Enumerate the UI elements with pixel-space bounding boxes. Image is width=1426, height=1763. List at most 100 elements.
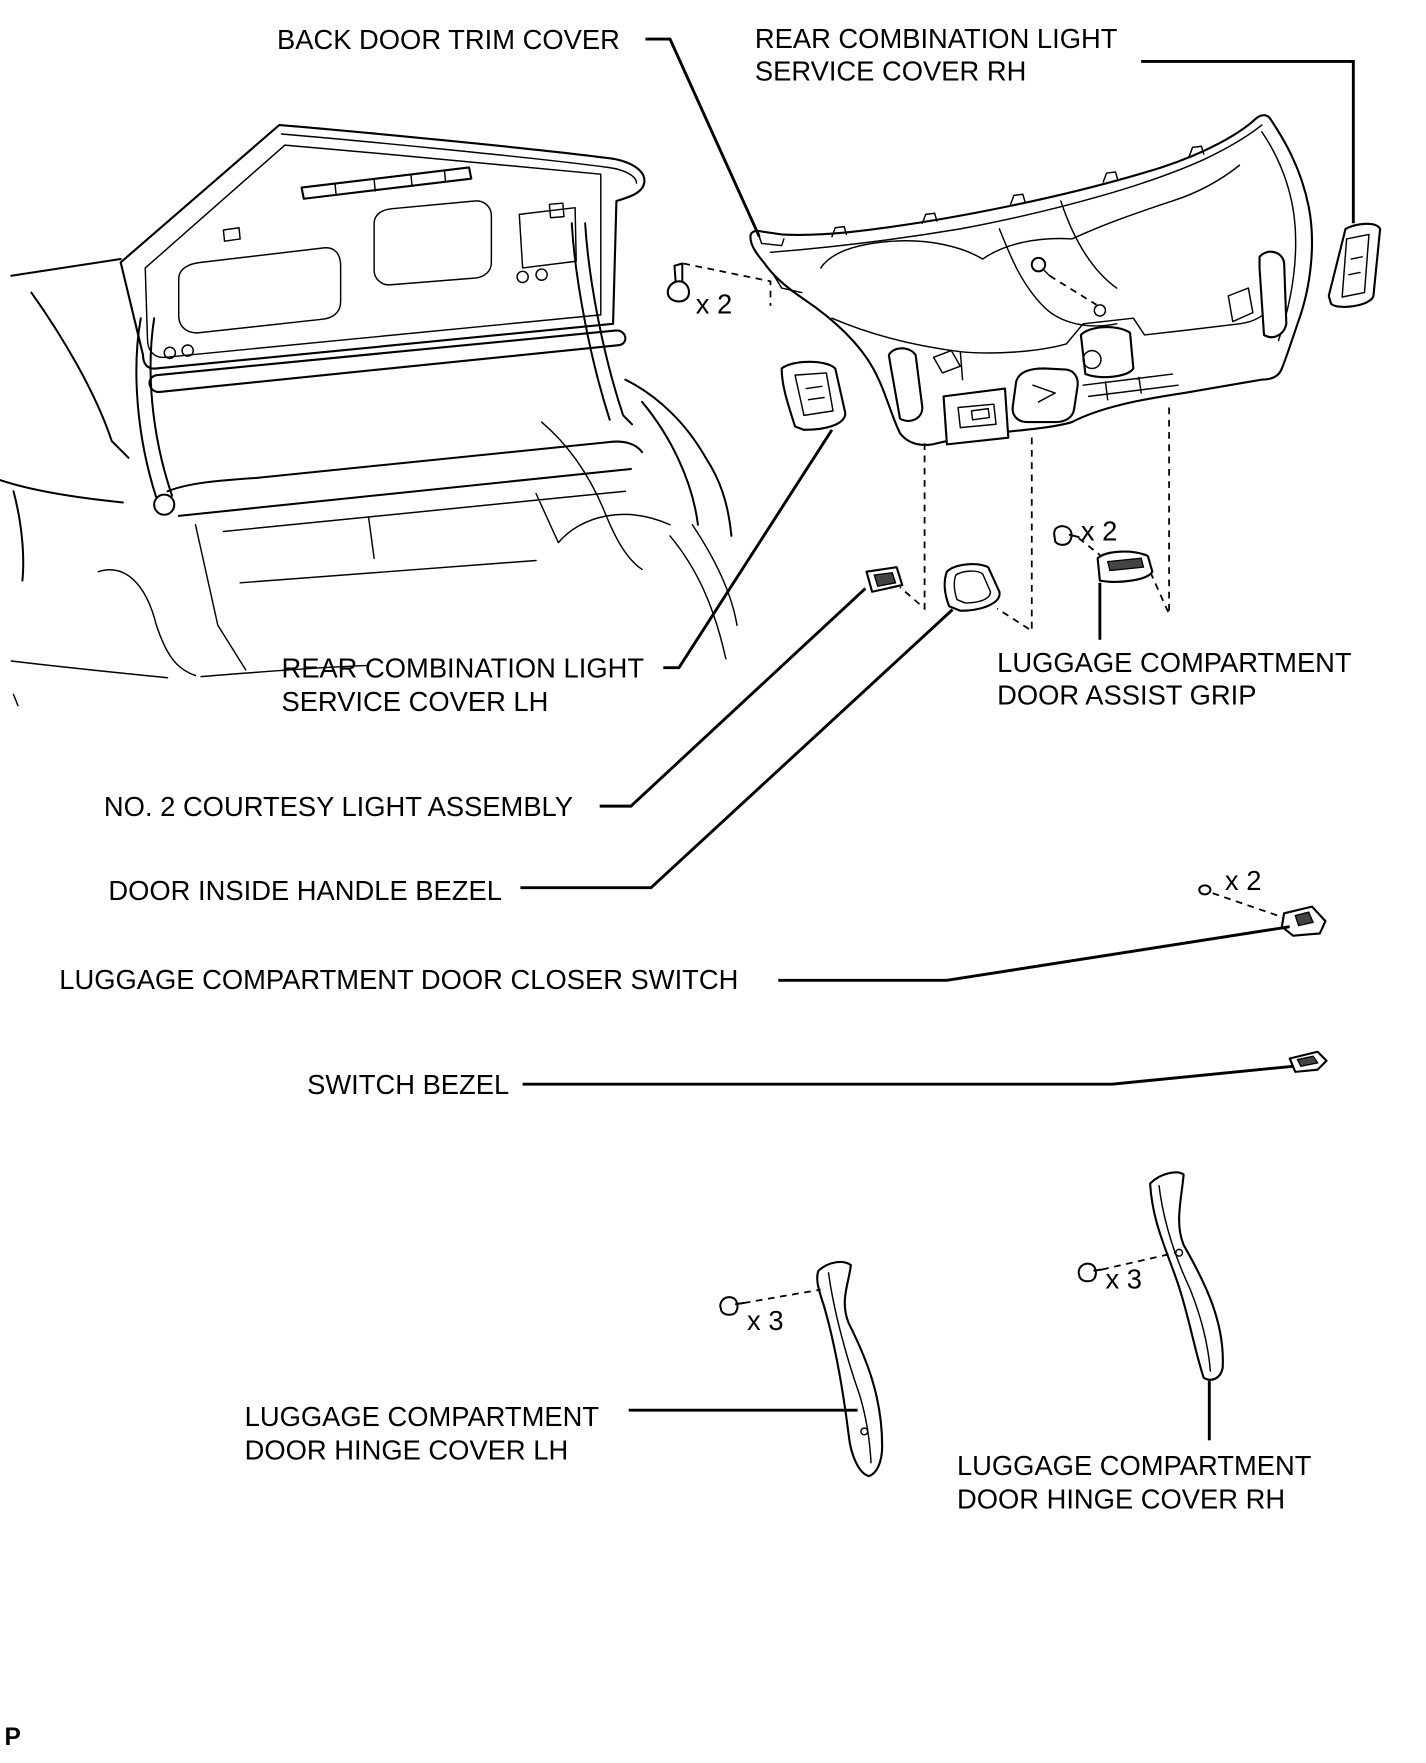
label-assist-grip-line1: LUGGAGE COMPARTMENT [997,647,1352,678]
label-service-cover-lh-line2: SERVICE COVER LH [281,686,548,717]
trunk-lid-hole [163,346,177,360]
label-door-closer-switch: LUGGAGE COMPARTMENT DOOR CLOSER SWITCH [59,964,738,995]
leader-line-back-door-trim-cover [645,37,761,238]
label-service-cover-rh-line2: SERVICE COVER RH [755,55,1026,86]
callout-switch-bezel: SWITCH BEZEL [307,1064,1294,1100]
trim-cover-assist-grip-mount [1079,326,1135,379]
trim-cover-upper-ribs [820,164,1241,269]
assist-grip-ribs [1106,557,1145,572]
label-hinge-cover-rh-line1: LUGGAGE COMPARTMENT [957,1450,1312,1481]
stop-lamp-slot-dividers [334,170,447,197]
hinge-cover-rh-crease [1158,1185,1212,1372]
hinge-cover-rh-outline [1149,1171,1224,1381]
label-door-inside-handle-bezel: DOOR INSIDE HANDLE BEZEL [108,875,502,906]
trim-cover-nut [1093,304,1107,317]
trim-cover-inner-rim [769,124,1297,342]
label-service-cover-lh-line1: REAR COMBINATION LIGHT [281,653,644,684]
callout-no2-courtesy-light-assembly: NO. 2 COURTESY LIGHT ASSEMBLY [104,587,867,822]
trunk-lid-hole [535,268,548,281]
hinge-cover-lh-outline [816,1260,884,1478]
trim-cover-rh-slot [1227,287,1254,323]
quantity-closer-switch-screws: x 2 [1225,865,1261,896]
label-switch-bezel: SWITCH BEZEL [307,1069,509,1100]
callout-luggage-compartment-door-closer-switch: LUGGAGE COMPARTMENT DOOR CLOSER SWITCH [59,925,1290,995]
trim-cover-lower-ridges [1082,373,1179,401]
trunk-lid-hole [516,270,529,284]
courtesy-light-lens [873,572,897,587]
hinge-cover-lh-clip-icon [719,1296,745,1316]
hinge-cover-lh-crease [827,1272,872,1464]
right-gooseneck-hinge [570,222,634,426]
door-inside-handle-bezel-part [943,563,1001,612]
callout-luggage-compartment-door-hinge-cover-lh: LUGGAGE COMPARTMENT DOOR HINGE COVER LH [245,1401,858,1465]
closer-switch-screw-guide [1212,892,1285,919]
trunk-lid-recess-center [373,200,493,286]
quantity-hinge-cover-lh-clips: x 3 [747,1305,783,1336]
label-service-cover-rh-line1: REAR COMBINATION LIGHT [755,23,1118,54]
left-hinge-pivot [153,493,176,516]
trim-cover-lower-terrace [772,272,1274,381]
closer-switch-button [1294,911,1315,927]
luggage-compartment-door-hinge-cover-lh-part: x 3 [719,1260,884,1478]
callout-back-door-trim-cover: BACK DOOR TRIM COVER [277,24,761,238]
vehicle-body-left-side [0,258,130,582]
trunk-lid-hole [181,344,194,357]
trunk-lid-outline [119,123,646,370]
trim-cover-rh-light-opening [1258,250,1288,339]
courtesy-light-guide [899,443,926,611]
leader-line-service-cover-rh [1141,59,1355,224]
assembly-dashed-guides [899,407,1170,633]
hinge-cover-lh-clip-guide [743,1288,821,1304]
callout-rear-combination-light-service-cover-rh: REAR COMBINATION LIGHT SERVICE COVER RH [755,23,1355,224]
callout-rear-combination-light-service-cover-lh: REAR COMBINATION LIGHT SERVICE COVER LH [281,429,834,717]
trim-cover-clip-tabs [758,145,1205,247]
trim-cover-courtesy-light-opening [957,403,997,429]
vehicle-body-right-fender [624,378,733,537]
hinge-cover-rh-clip-icon [1077,1262,1104,1283]
luggage-compartment-door-closer-switch-part: x 2 [1198,865,1327,937]
assist-grip-screw-guide [1078,537,1101,556]
vehicle-body-left-lower [10,569,197,707]
handle-bezel-guide [996,437,1033,633]
label-hinge-cover-rh-line2: DOOR HINGE COVER RH [957,1483,1285,1514]
trunk-lid-latch [222,202,565,242]
leader-line-courtesy-light [599,587,867,808]
service-cover-rh-shape [1327,222,1382,308]
no2-courtesy-light-assembly-part [865,566,904,593]
label-no2-courtesy-light-assembly: NO. 2 COURTESY LIGHT ASSEMBLY [104,791,573,822]
service-cover-rh-detail [1341,233,1370,298]
rear-combination-light-service-cover-rh-part [1327,222,1382,308]
service-cover-lh-detail [794,372,834,417]
switch-bezel-face [1296,1055,1319,1068]
leader-line-switch-bezel [522,1064,1294,1086]
luggage-compartment-door-hinge-cover-rh-part: x 3 [1077,1171,1224,1381]
label-hinge-cover-lh-line1: LUGGAGE COMPARTMENT [245,1401,600,1432]
trim-cover-grip-bolt-hole [1082,349,1102,370]
clip-dashed-guide [683,262,772,306]
trim-cover-handle-recess [1011,367,1079,424]
trim-cover-handle-recess-mark [1032,384,1056,403]
figure-code: P [5,1724,21,1751]
assist-grip-guide [1149,407,1170,615]
callout-door-inside-handle-bezel: DOOR INSIDE HANDLE BEZEL [108,608,954,906]
rear-combination-light-service-cover-lh-part [780,360,847,431]
quantity-hinge-cover-rh-clips: x 3 [1105,1263,1141,1294]
label-back-door-trim-cover: BACK DOOR TRIM COVER [277,24,620,55]
trunk-opening-rim [166,440,644,517]
callout-luggage-compartment-door-hinge-cover-rh: LUGGAGE COMPARTMENT DOOR HINGE COVER RH [957,1380,1312,1514]
trunk-lid-recess-left [178,247,342,334]
trim-cover-bolt-shank [1042,268,1051,277]
hinge-cover-lh-hole [860,1427,869,1436]
quantity-assist-grip-screws: x 2 [1081,515,1117,546]
leader-line-handle-bezel [520,608,954,890]
trunk-lid-top-lip [280,133,638,184]
high-mount-stop-lamp-slots [300,166,473,200]
trim-cover-clip-fastener: x 2 [666,262,772,320]
back-door-trim-cover-part [749,114,1313,446]
vehicle-body-right-lower [540,421,738,660]
switch-bezel-part [1288,1050,1328,1073]
push-clip-icon [666,280,691,303]
push-clip-stem [673,262,684,283]
trunk-open-vehicle-view [0,123,738,707]
